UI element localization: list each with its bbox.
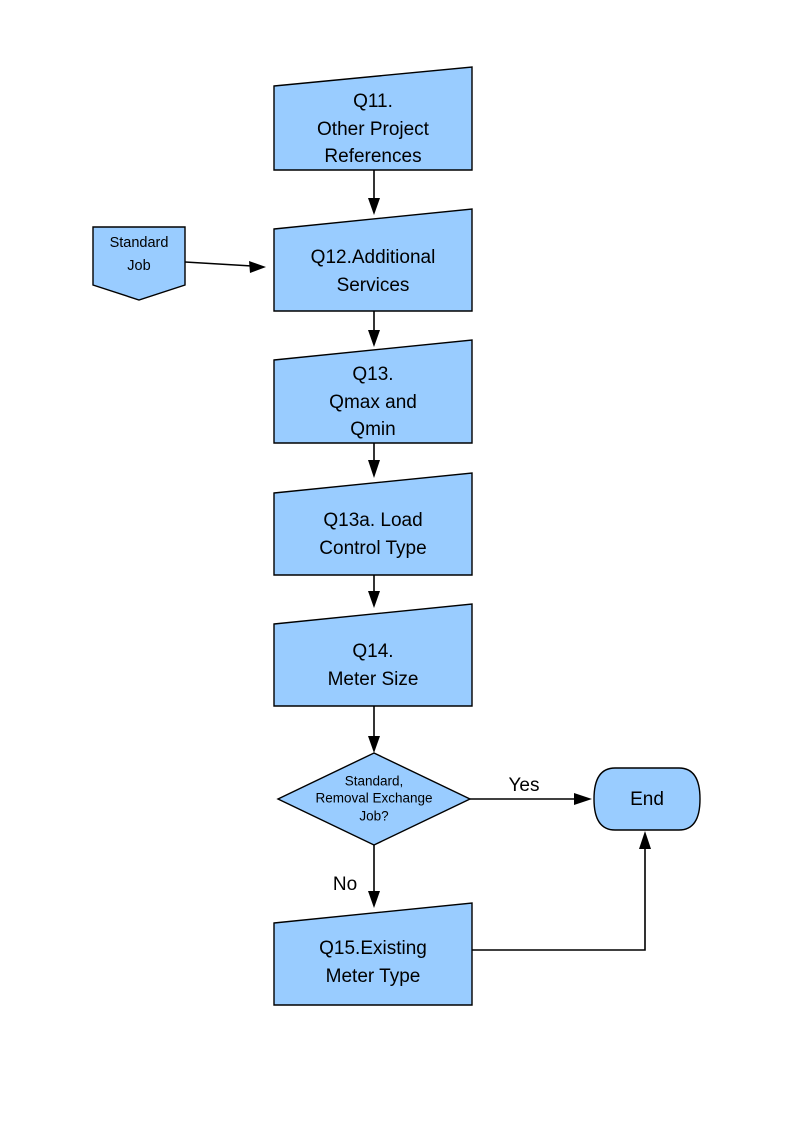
edge-q13-q13a [368, 443, 380, 478]
node-end[interactable]: End [593, 767, 701, 831]
q12-label-line-1: Q12.Additional [311, 247, 436, 268]
standard-job-shape [92, 226, 186, 301]
q11-label-line-1: Q11. [353, 91, 393, 112]
end-shape [593, 767, 701, 831]
node-q13[interactable]: Q13. Qmax and Qmin [273, 339, 473, 444]
q15-shape [273, 902, 473, 1006]
q13a-shape [273, 472, 473, 576]
q12-shape [273, 208, 473, 312]
q14-label-line-1: Q14. [352, 641, 393, 662]
edge-q13a-q14 [368, 575, 380, 608]
standard-job-label-line-1: Standard [110, 235, 169, 251]
node-decision[interactable]: Standard, Removal Exchange Job? [276, 752, 472, 846]
decision-shape [276, 752, 472, 846]
q11-label-line-2: Other Project [317, 119, 430, 140]
edge-q11-q12 [368, 170, 380, 215]
edge-q14-decision [368, 706, 380, 753]
edge-decision-q15 [368, 845, 380, 908]
q15-label-line-2: Meter Type [326, 966, 421, 987]
node-q15[interactable]: Q15.Existing Meter Type [273, 902, 473, 1006]
edge-label-yes: Yes [509, 775, 540, 796]
decision-label-line-3: Job? [359, 809, 388, 824]
standard-job-label-line-2: Job [127, 258, 150, 274]
q13-label-line-3: Qmin [350, 419, 395, 440]
edge-q12-q13 [368, 311, 380, 347]
edge-label-no: No [333, 874, 357, 895]
q13a-label-line-2: Control Type [319, 538, 426, 559]
edge-q15-end [470, 831, 651, 951]
q12-label-line-2: Services [337, 275, 410, 296]
q11-label-line-3: References [324, 146, 421, 167]
q14-shape [273, 603, 473, 707]
decision-label-line-1: Standard, [345, 774, 404, 789]
node-q11[interactable]: Q11. Other Project References [273, 66, 473, 171]
node-q12[interactable]: Q12.Additional Services [273, 208, 473, 312]
q14-label-line-2: Meter Size [328, 669, 419, 690]
node-q14[interactable]: Q14. Meter Size [273, 603, 473, 707]
end-label: End [630, 789, 664, 810]
edge-decision-end [470, 793, 592, 805]
node-standard-job[interactable]: Standard Job [92, 226, 186, 301]
edge-standardjob-q12 [184, 261, 266, 273]
q13-shape [273, 339, 473, 444]
q13a-label-line-1: Q13a. Load [323, 510, 422, 531]
node-q13a[interactable]: Q13a. Load Control Type [273, 472, 473, 576]
q13-label-line-1: Q13. [352, 364, 393, 385]
decision-label-line-2: Removal Exchange [315, 791, 432, 806]
q11-shape [273, 66, 473, 171]
q15-label-line-1: Q15.Existing [319, 938, 427, 959]
q13-label-line-2: Qmax and [329, 392, 417, 413]
